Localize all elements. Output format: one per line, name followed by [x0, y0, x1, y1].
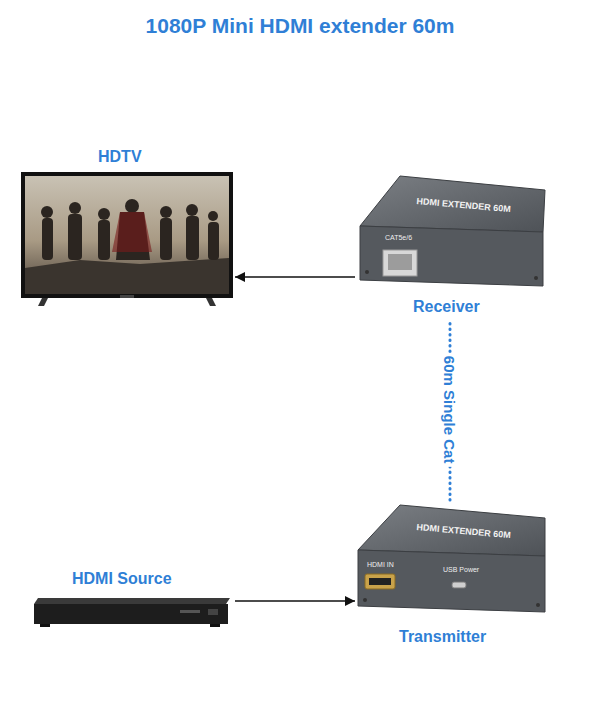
- receiver-unit: HDMI EXTENDER 60MCAT5e/6Receiver: [355, 170, 550, 320]
- device-illustration: [355, 170, 550, 299]
- tv-display: HDTV: [20, 148, 235, 310]
- device-label: Receiver: [413, 298, 480, 316]
- device-label: Transmitter: [399, 628, 486, 646]
- diagram-title: 1080P Mini HDMI extender 60m: [0, 14, 600, 38]
- port-label: CAT5e/6: [385, 234, 412, 242]
- port-label: HDMI IN: [367, 561, 394, 569]
- port-label: USB Power: [443, 566, 479, 574]
- device-illustration: [20, 148, 235, 317]
- cable-label: 60m Single Cat: [440, 353, 459, 467]
- hdmi-source-player: HDMI Source: [30, 568, 235, 630]
- arrow-head: [235, 272, 245, 282]
- signal-arrow: [235, 600, 355, 602]
- signal-arrow: [235, 276, 355, 278]
- arrow-head: [345, 596, 355, 606]
- transmitter-unit: HDMI EXTENDER 60MHDMI INUSB PowerTransmi…: [355, 500, 550, 650]
- device-label: HDMI Source: [72, 570, 172, 588]
- device-label: HDTV: [98, 148, 142, 166]
